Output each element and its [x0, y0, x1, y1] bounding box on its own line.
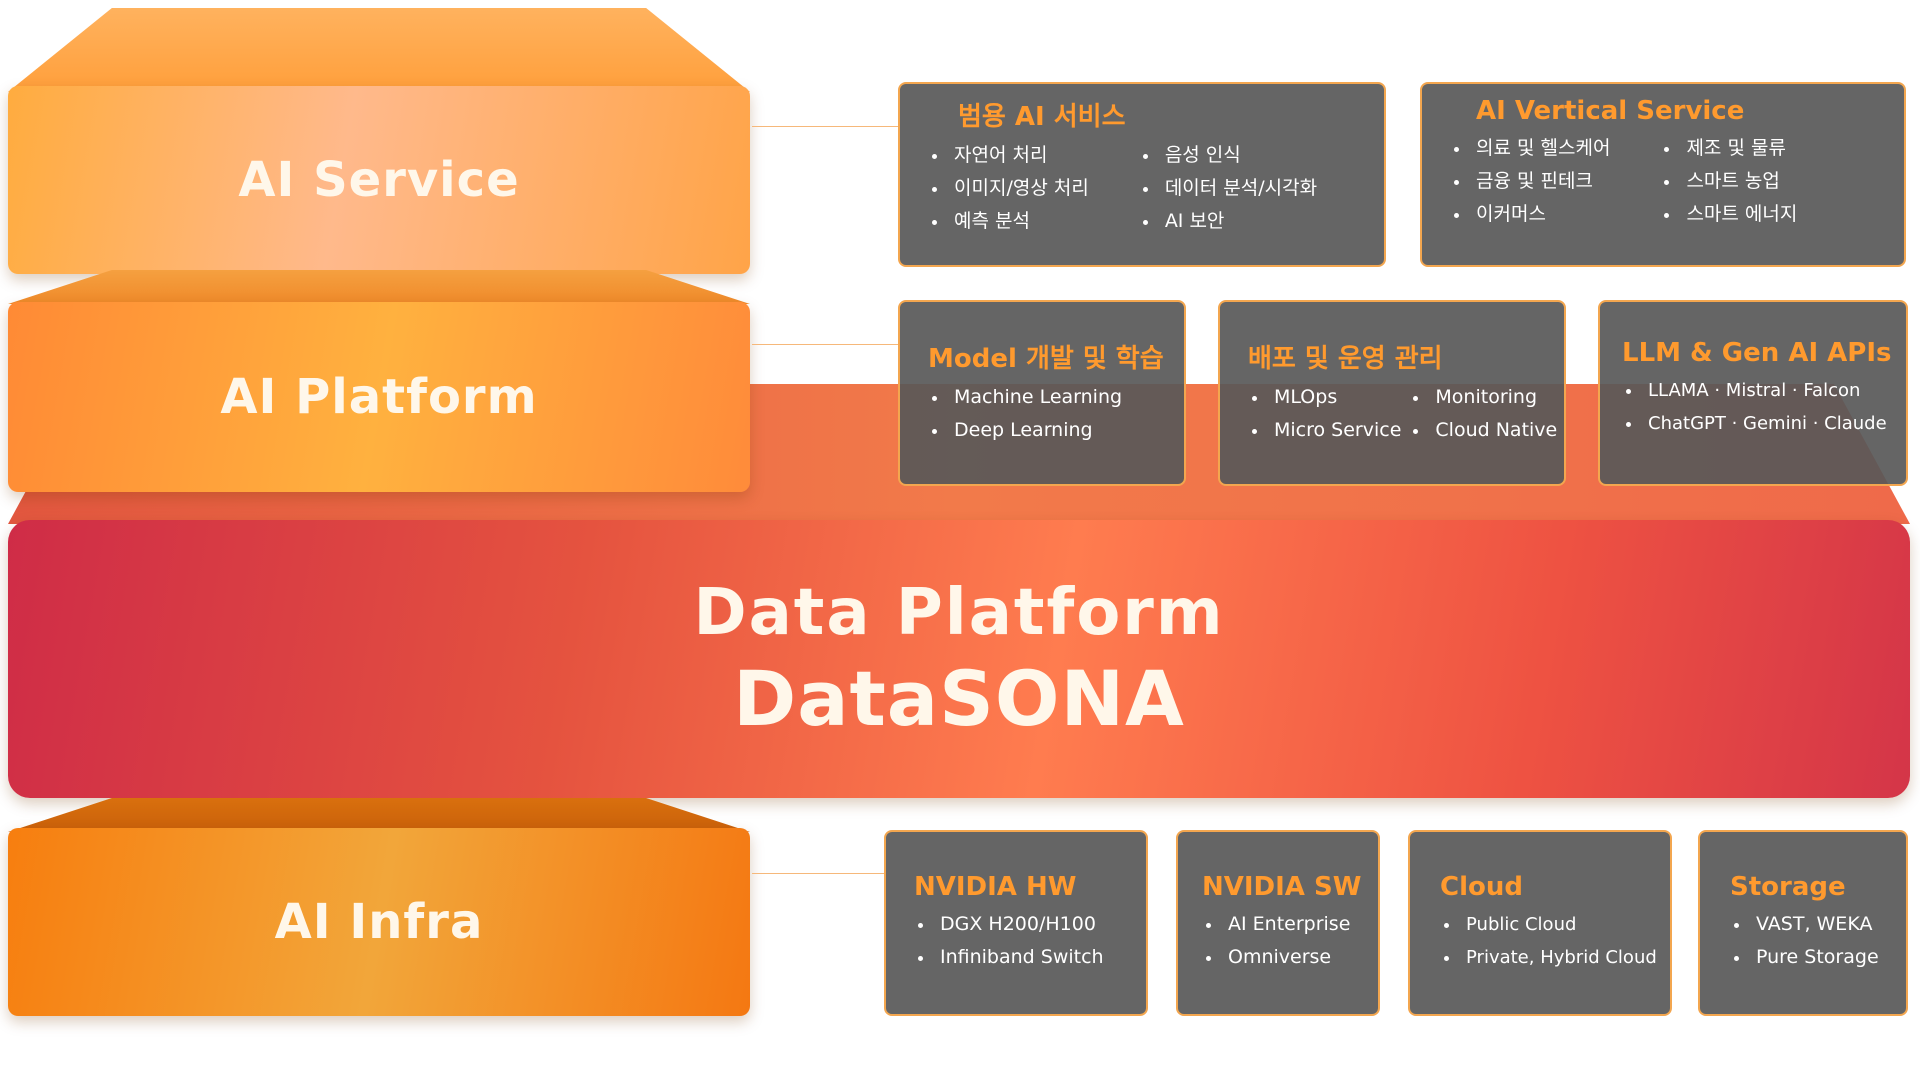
box-title: LLM & Gen AI APIs — [1622, 338, 1892, 368]
box-title: Cloud — [1440, 872, 1523, 902]
model-dev-box: Model 개발 및 학습 Machine Learning Deep Lear… — [898, 300, 1186, 486]
list-item: 의료 및 헬스케어 — [1450, 132, 1610, 165]
ai-infra-layer-top — [8, 798, 750, 832]
cloud-box: Cloud Public Cloud Private, Hybrid Cloud — [1408, 830, 1672, 1016]
list-item: 예측 분석 — [928, 205, 1089, 238]
storage-box: Storage VAST, WEKA Pure Storage — [1698, 830, 1908, 1016]
data-platform-layer: Data Platform DataSONA — [8, 520, 1910, 798]
ai-service-layer-top — [8, 8, 750, 92]
ai-infra-layer: AI Infra — [8, 828, 750, 1016]
box-title: Model 개발 및 학습 — [928, 344, 1164, 374]
box-title: AI Vertical Service — [1476, 96, 1745, 126]
deploy-ops-box: 배포 및 운영 관리 MLOps Micro Service Monitorin… — [1218, 300, 1566, 486]
connector-service — [752, 126, 900, 127]
data-platform-title: Data Platform — [693, 575, 1225, 650]
list-item: Monitoring — [1409, 381, 1557, 414]
box-title: NVIDIA HW — [914, 872, 1077, 902]
datasona-logo: DataSONA — [733, 653, 1185, 743]
list-item: VAST, WEKA — [1730, 908, 1900, 941]
nvidia-hw-box: NVIDIA HW DGX H200/H100 Infiniband Switc… — [884, 830, 1148, 1016]
box-title: 범용 AI 서비스 — [958, 102, 1126, 132]
ai-service-layer: AI Service — [8, 86, 750, 274]
list-item: Micro Service — [1248, 414, 1401, 447]
list-item: 제조 및 물류 — [1660, 132, 1797, 165]
list-item: 금융 및 핀테크 — [1450, 165, 1610, 198]
ai-platform-layer-top — [8, 270, 750, 304]
list-item: 자연어 처리 — [928, 139, 1089, 172]
list-item: Machine Learning — [928, 381, 1162, 414]
list-item: Private, Hybrid Cloud — [1440, 941, 1662, 974]
list-item: AI 보안 — [1139, 205, 1317, 238]
list-item: Omniverse — [1202, 941, 1370, 974]
connector-platform — [752, 344, 900, 345]
list-item: Pure Storage — [1730, 941, 1900, 974]
box-title: Storage — [1730, 872, 1846, 902]
list-item: Cloud Native — [1409, 414, 1557, 447]
ai-vertical-service-box: AI Vertical Service 의료 및 헬스케어 금융 및 핀테크 이… — [1420, 82, 1906, 267]
box-title: NVIDIA SW — [1202, 872, 1362, 902]
list-item: 스마트 에너지 — [1660, 198, 1797, 231]
ai-infra-label: AI Infra — [274, 894, 484, 950]
connector-infra — [752, 873, 886, 874]
list-item: 이미지/영상 처리 — [928, 172, 1089, 205]
list-item: LLAMA · Mistral · Falcon — [1622, 374, 1898, 407]
box-title: 배포 및 운영 관리 — [1248, 344, 1443, 374]
list-item: AI Enterprise — [1202, 908, 1370, 941]
list-item: DGX H200/H100 — [914, 908, 1124, 941]
list-item: MLOps — [1248, 381, 1401, 414]
list-item: 음성 인식 — [1139, 139, 1317, 172]
list-item: 이커머스 — [1450, 198, 1610, 231]
list-item: Deep Learning — [928, 414, 1162, 447]
ai-service-label: AI Service — [238, 152, 520, 208]
list-item: Infiniband Switch — [914, 941, 1124, 974]
list-item: 스마트 농업 — [1660, 165, 1797, 198]
general-ai-service-box: 범용 AI 서비스 자연어 처리 이미지/영상 처리 예측 분석 음성 인식 데… — [898, 82, 1386, 267]
llm-genai-box: LLM & Gen AI APIs LLAMA · Mistral · Falc… — [1598, 300, 1908, 486]
ai-platform-label: AI Platform — [220, 369, 538, 425]
ai-platform-layer: AI Platform — [8, 302, 750, 492]
list-item: 데이터 분석/시각화 — [1139, 172, 1317, 205]
nvidia-sw-box: NVIDIA SW AI Enterprise Omniverse — [1176, 830, 1380, 1016]
list-item: Public Cloud — [1440, 908, 1662, 941]
list-item: ChatGPT · Gemini · Claude — [1622, 407, 1898, 440]
